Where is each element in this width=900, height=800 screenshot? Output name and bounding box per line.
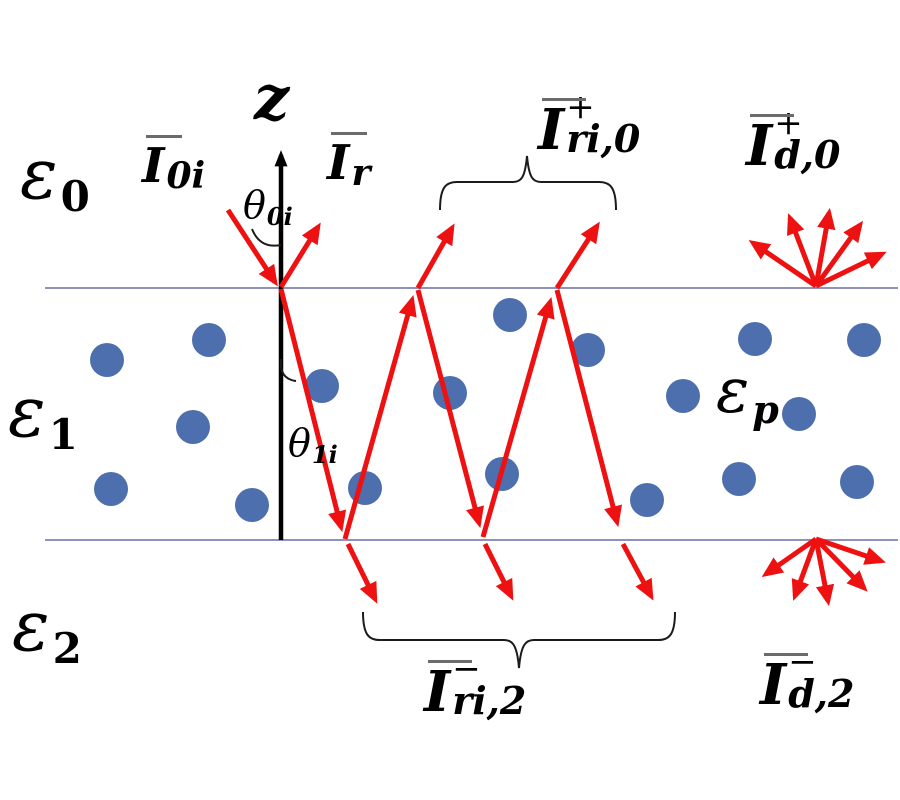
overbar	[764, 653, 808, 656]
label-epsilon-0: ε0	[20, 139, 90, 217]
particle	[666, 379, 700, 413]
transmitted-up-ray-1	[415, 223, 455, 290]
superscript: −	[452, 649, 481, 689]
diffuse-up-fan-arrow-4	[813, 220, 864, 288]
epsilon-symbol: ε	[716, 354, 750, 427]
particle	[305, 369, 339, 403]
intensity-symbol: I	[327, 135, 350, 191]
transmitted-down-ray-1	[345, 542, 378, 604]
overbar	[331, 132, 367, 135]
bounce-ray-up-2	[480, 296, 555, 538]
particle	[571, 333, 605, 367]
particle	[235, 488, 269, 522]
label-reduced-up-intensity: I +ri,0	[538, 90, 640, 158]
diffuse-down-fan-arrow-3	[813, 538, 835, 607]
epsilon-subscript: 1	[48, 409, 78, 459]
diffuse-up-fan-arrow-1	[748, 240, 818, 289]
label-diffuse-down-intensity: I −d,2	[760, 645, 854, 713]
particle	[630, 483, 664, 517]
incident-ray	[225, 208, 278, 287]
epsilon-subscript: 0	[60, 171, 90, 221]
top-brace	[439, 155, 617, 211]
z-axis-label: z	[254, 61, 290, 134]
overbar	[750, 114, 794, 117]
epsilon-symbol: ε	[12, 585, 50, 667]
transmitted-down-ray-2	[482, 542, 514, 601]
theta-symbol: θ	[243, 183, 266, 227]
particle	[782, 397, 816, 431]
label-epsilon-p: εp	[716, 360, 779, 429]
theta-1i-arc	[279, 358, 297, 382]
particles	[90, 298, 881, 522]
intensity-symbol: I	[760, 652, 787, 718]
reflected-ray	[278, 222, 321, 289]
overbar	[428, 660, 472, 663]
particle	[847, 323, 881, 357]
transmitted-down-ray-3	[620, 542, 654, 601]
bounce-ray-down-2	[415, 289, 484, 529]
bounce-ray-up-1	[342, 294, 417, 540]
particle	[840, 465, 874, 499]
bounce-ray-down-3	[554, 289, 623, 528]
particle	[192, 323, 226, 357]
label-incident-intensity: I 0i	[142, 130, 205, 194]
diffuse-down-fan-arrow-2	[791, 538, 819, 601]
particle	[176, 410, 210, 444]
bottom-brace	[362, 611, 676, 669]
rays	[225, 207, 887, 607]
particle	[738, 322, 772, 356]
theta-0i-arc	[251, 228, 282, 247]
intensity-symbol: I	[746, 113, 773, 179]
intensity-symbol: I	[424, 659, 451, 725]
overbar	[146, 135, 182, 138]
superscript: −	[788, 642, 817, 682]
subscript: r	[351, 152, 371, 194]
particle	[493, 298, 527, 332]
diffuse-up-fan-arrow-5	[814, 251, 887, 289]
intensity-symbol: I	[142, 138, 165, 194]
label-theta-0i: θ0i	[243, 183, 293, 228]
label-diffuse-up-intensity: I +d,0	[746, 106, 840, 174]
diffuse-up-fan-arrow-3	[813, 207, 836, 287]
epsilon-subscript: 2	[52, 623, 82, 673]
subscript: ri,2	[452, 678, 527, 723]
particle	[94, 472, 128, 506]
label-epsilon-2: ε2	[12, 591, 82, 669]
label-epsilon-1: ε1	[8, 377, 78, 455]
label-reduced-down-intensity: I −ri,2	[424, 652, 526, 720]
diffuse-up-fan-arrow-2	[786, 213, 819, 287]
theta-subscript: 0i	[266, 201, 293, 231]
particle	[90, 343, 124, 377]
subscript: 0i	[166, 155, 206, 197]
subscript: d,0	[774, 132, 841, 177]
particle	[722, 462, 756, 496]
intensity-symbol: I	[538, 97, 565, 163]
superscript: +	[774, 103, 803, 143]
epsilon-symbol: ε	[8, 371, 46, 453]
overbar	[542, 98, 586, 101]
subscript: ri,0	[566, 116, 641, 161]
epsilon-symbol: ε	[20, 133, 58, 215]
epsilon-subscript: p	[752, 387, 779, 433]
theta-symbol: θ	[288, 421, 311, 465]
label-theta-1i: θ1i	[288, 421, 338, 466]
subscript: d,2	[788, 671, 855, 716]
refracted-ray-down-1	[278, 288, 347, 533]
diffuse-down-fan-arrow-4	[814, 537, 868, 592]
diffuse-down-fan-arrow-5	[815, 536, 886, 565]
theta-subscript: 1i	[311, 439, 338, 469]
diffuse-down-fan-arrow-1	[761, 536, 818, 578]
transmitted-up-ray-2	[554, 221, 600, 290]
superscript: +	[566, 87, 595, 127]
label-reflected-intensity: I r	[327, 127, 370, 191]
